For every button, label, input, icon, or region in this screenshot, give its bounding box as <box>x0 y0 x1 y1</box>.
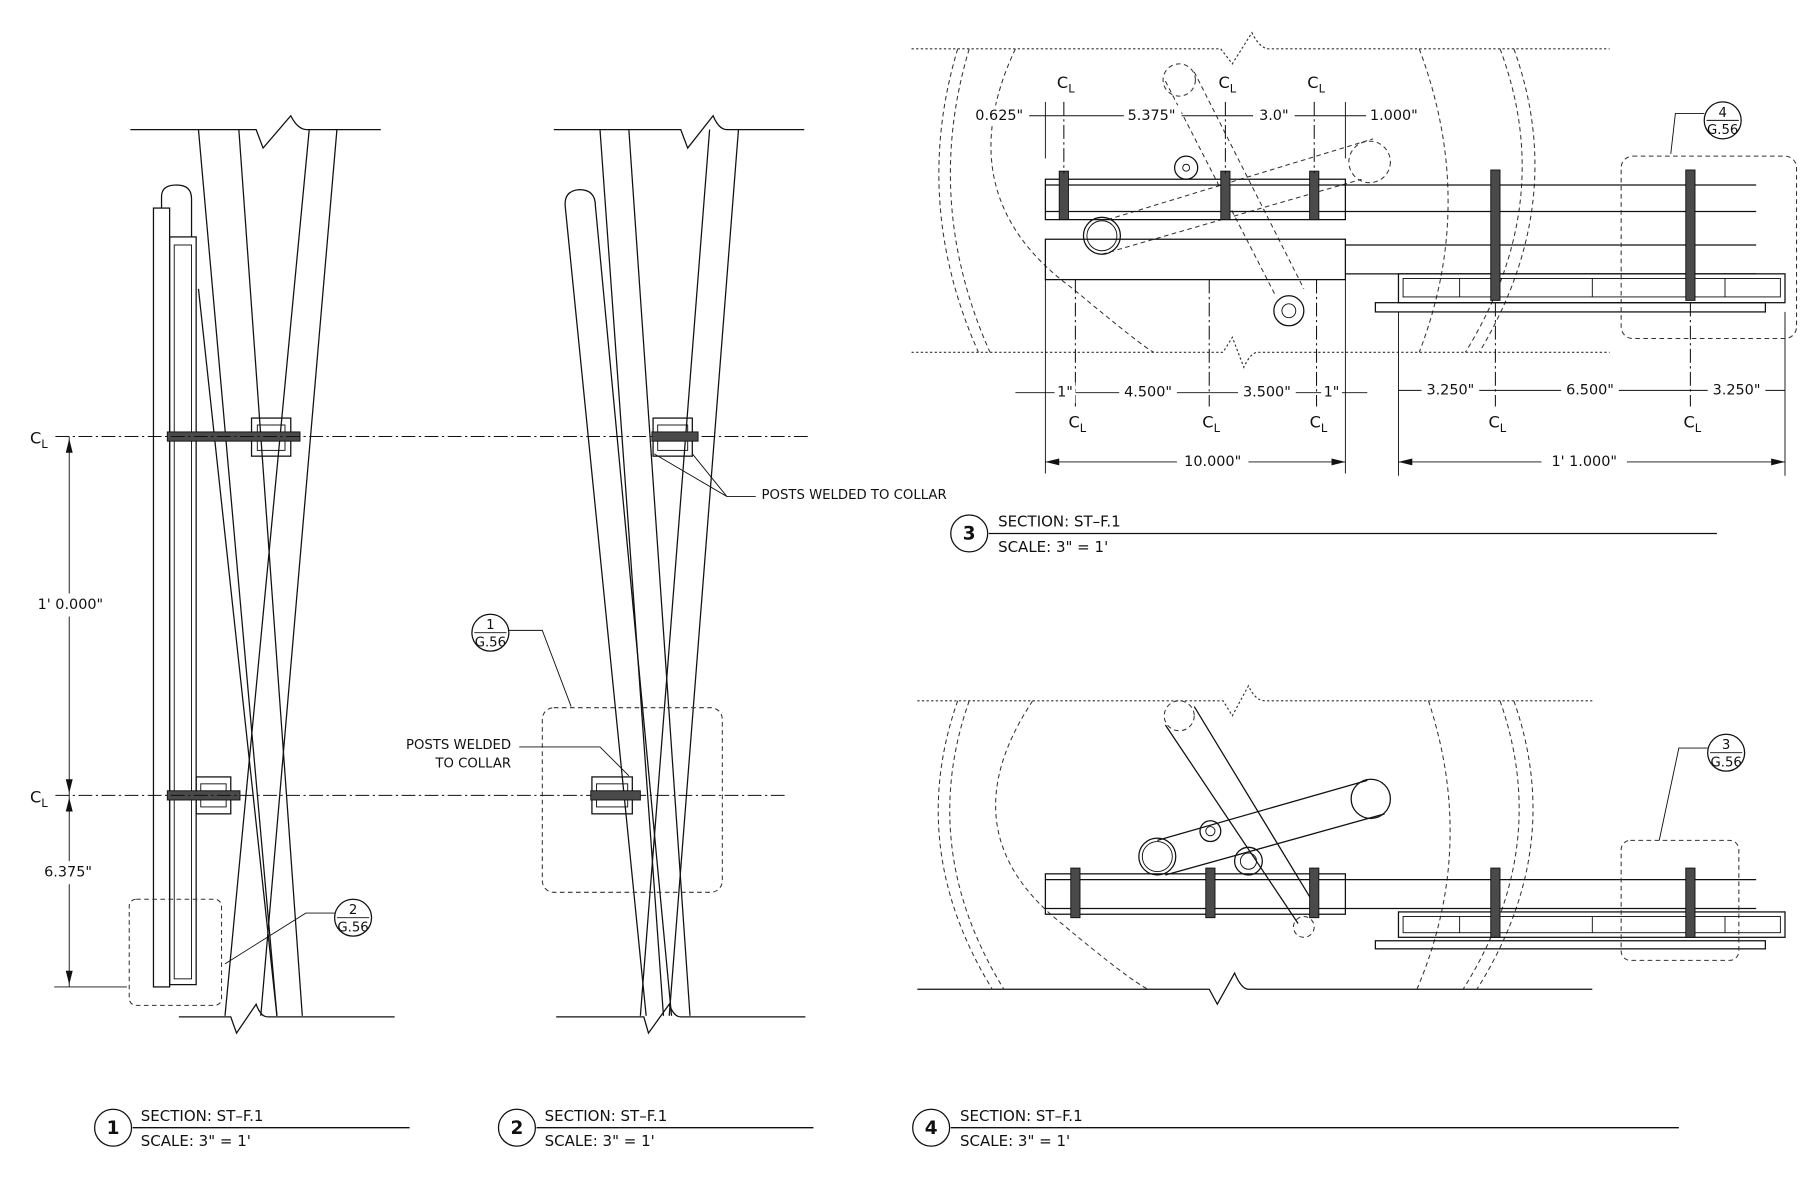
centerline-symbol: CL <box>1310 412 1328 435</box>
section-4-drawing: 3 G.56 <box>917 684 1786 1006</box>
section-number: 2 <box>511 1118 524 1139</box>
section-number: 4 <box>925 1118 938 1139</box>
centerline-symbol: CL <box>1683 412 1701 435</box>
dim-4-500: 4.500" <box>1124 385 1172 401</box>
section-scale: SCALE: 3" = 1' <box>545 1132 655 1150</box>
section-number: 3 <box>963 524 976 545</box>
svg-text:3: 3 <box>1722 738 1730 753</box>
dim-10-000: 10.000" <box>1184 454 1241 470</box>
section-scale: SCALE: 3" = 1' <box>960 1132 1070 1150</box>
centerline-symbol: CL <box>1202 412 1220 435</box>
note-posts-welded-2: TO COLLAR <box>434 757 511 772</box>
section-3-drawing: 0.625" 5.375" 3.0" 1.000" CL CL CL 1" 4.… <box>911 31 1798 476</box>
centerline-symbol: CL <box>1488 412 1506 435</box>
title-block-2: 2 SECTION: ST–F.1 SCALE: 3" = 1' <box>497 1107 814 1150</box>
centerline-symbol: CL <box>1218 73 1236 96</box>
centerline-symbol: CL <box>1068 412 1086 435</box>
section-title: SECTION: ST–F.1 <box>960 1107 1083 1125</box>
dim-0-625: 0.625" <box>975 108 1023 124</box>
title-block-3: 3 SECTION: ST–F.1 SCALE: 3" = 1' <box>950 513 1717 556</box>
detail-callout-3[interactable]: 3 G.56 <box>1707 733 1746 772</box>
svg-text:G.56: G.56 <box>1710 756 1741 771</box>
dim-5-375: 5.375" <box>1128 108 1176 124</box>
note-posts-welded-1: POSTS WELDED <box>406 738 511 753</box>
title-block-4: 4 SECTION: ST–F.1 SCALE: 3" = 1' <box>912 1107 1679 1150</box>
dim-3-250-right: 3.250" <box>1713 382 1761 398</box>
dim-1in-left: 1" <box>1057 385 1073 401</box>
detail-callout-1[interactable]: 1 G.56 <box>471 613 510 652</box>
svg-text:4: 4 <box>1718 106 1726 121</box>
section-scale: SCALE: 3" = 1' <box>998 538 1108 556</box>
section-1-drawing: 1' 0.000" 6.375" CL CL 2 G.56 <box>30 114 808 1035</box>
svg-text:G.56: G.56 <box>475 636 506 651</box>
detail-callout-4[interactable]: 4 G.56 <box>1703 101 1742 140</box>
svg-text:G.56: G.56 <box>337 921 368 936</box>
svg-text:G.56: G.56 <box>1707 123 1738 138</box>
section-title: SECTION: ST–F.1 <box>545 1107 668 1125</box>
dim-1ft: 1' 0.000" <box>38 597 104 613</box>
dim-3-0: 3.0" <box>1259 108 1289 124</box>
section-title: SECTION: ST–F.1 <box>141 1107 264 1125</box>
detail-callout-2[interactable]: 2 G.56 <box>333 898 373 937</box>
dim-1in-right: 1" <box>1324 385 1340 401</box>
svg-text:1: 1 <box>486 618 494 633</box>
section-title: SECTION: ST–F.1 <box>998 513 1121 531</box>
dim-3-250-left: 3.250" <box>1426 382 1474 398</box>
centerline-symbol: CL <box>1057 73 1075 96</box>
note-posts-welded: POSTS WELDED TO COLLAR <box>762 488 947 503</box>
dim-6-500: 6.500" <box>1566 382 1614 398</box>
dim-6-375: 6.375" <box>44 865 92 881</box>
centerline-symbol: CL <box>30 428 48 451</box>
title-block-1: 1 SECTION: ST–F.1 SCALE: 3" = 1' <box>93 1107 410 1150</box>
dim-1-000: 1.000" <box>1370 108 1418 124</box>
centerline-symbol: CL <box>30 787 48 810</box>
section-scale: SCALE: 3" = 1' <box>141 1132 251 1150</box>
section-number: 1 <box>107 1118 120 1139</box>
svg-text:2: 2 <box>349 903 357 918</box>
centerline-symbol: CL <box>1307 73 1325 96</box>
dim-1ft-1-000: 1' 1.000" <box>1551 454 1617 470</box>
dim-3-500: 3.500" <box>1243 385 1291 401</box>
section-2-drawing: POSTS WELDED TO COLLAR POSTS WELDED TO C… <box>406 114 947 1035</box>
